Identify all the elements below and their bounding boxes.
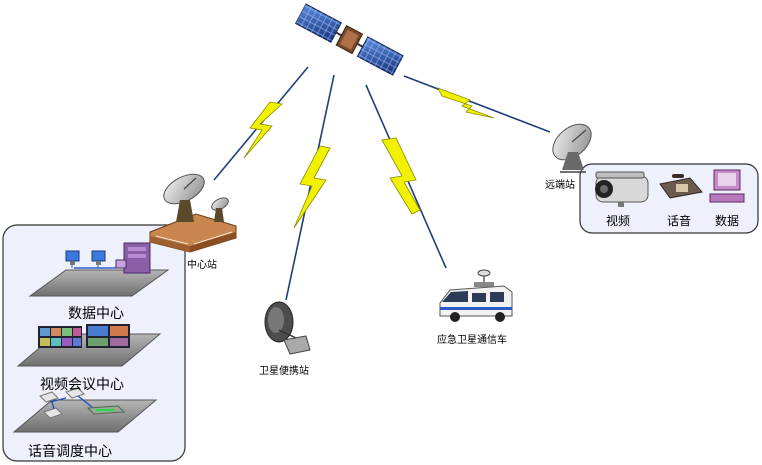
phone-icon (43, 407, 63, 419)
link-remote-station (403, 75, 551, 133)
data-label: 数据 (715, 214, 740, 228)
lightning-bolt-central (243, 101, 283, 159)
central-station (149, 173, 237, 253)
remote-station (552, 123, 592, 173)
portable-station-label: 卫星便携站 (259, 366, 309, 377)
remote-station-label: 远端站 (545, 180, 575, 191)
satellite-dish-icon (552, 123, 592, 173)
video-conference-group (16, 324, 162, 367)
satellite-dish-icon (163, 173, 205, 222)
emergency-vehicle-label: 应急卫星通信车 (437, 335, 507, 346)
switch-icon (86, 405, 126, 415)
voice-dispatch-center-label: 话音调度中心 (28, 444, 112, 460)
video-wall-icon (86, 324, 130, 348)
lightning-bolt-portable (293, 145, 331, 229)
server-icon (115, 242, 151, 274)
satellite-dish-icon (211, 197, 229, 222)
voice-label: 话音 (667, 214, 692, 228)
phone-icon (39, 391, 59, 403)
camera-icon (595, 171, 649, 207)
video-conference-center-label: 视频会议中心 (40, 377, 124, 393)
emergency-vehicle (439, 269, 513, 322)
portable-station (264, 301, 311, 355)
building-icon (149, 213, 237, 253)
computer-icon (709, 169, 745, 203)
phone-icon (65, 387, 85, 399)
data-center-label: 数据中心 (68, 306, 124, 322)
van-icon (439, 269, 513, 322)
lightning-bolt-vehicle (381, 137, 421, 215)
phone-icon (659, 174, 703, 199)
video-wall-icon (38, 326, 82, 348)
computer-icon (91, 250, 106, 265)
satellite-links (213, 66, 551, 301)
central-station-label: 中心站 (187, 260, 217, 271)
lightning-bolt-remote (437, 87, 495, 119)
satellite-dish-icon (264, 301, 311, 355)
link-portable-station (285, 74, 335, 301)
satellite-icon (294, 3, 404, 76)
video-label: 视频 (606, 214, 631, 228)
computer-icon (65, 250, 80, 265)
voice-dispatch-group (12, 387, 158, 433)
data-center-group (28, 242, 170, 297)
data-center-platform (28, 269, 170, 297)
